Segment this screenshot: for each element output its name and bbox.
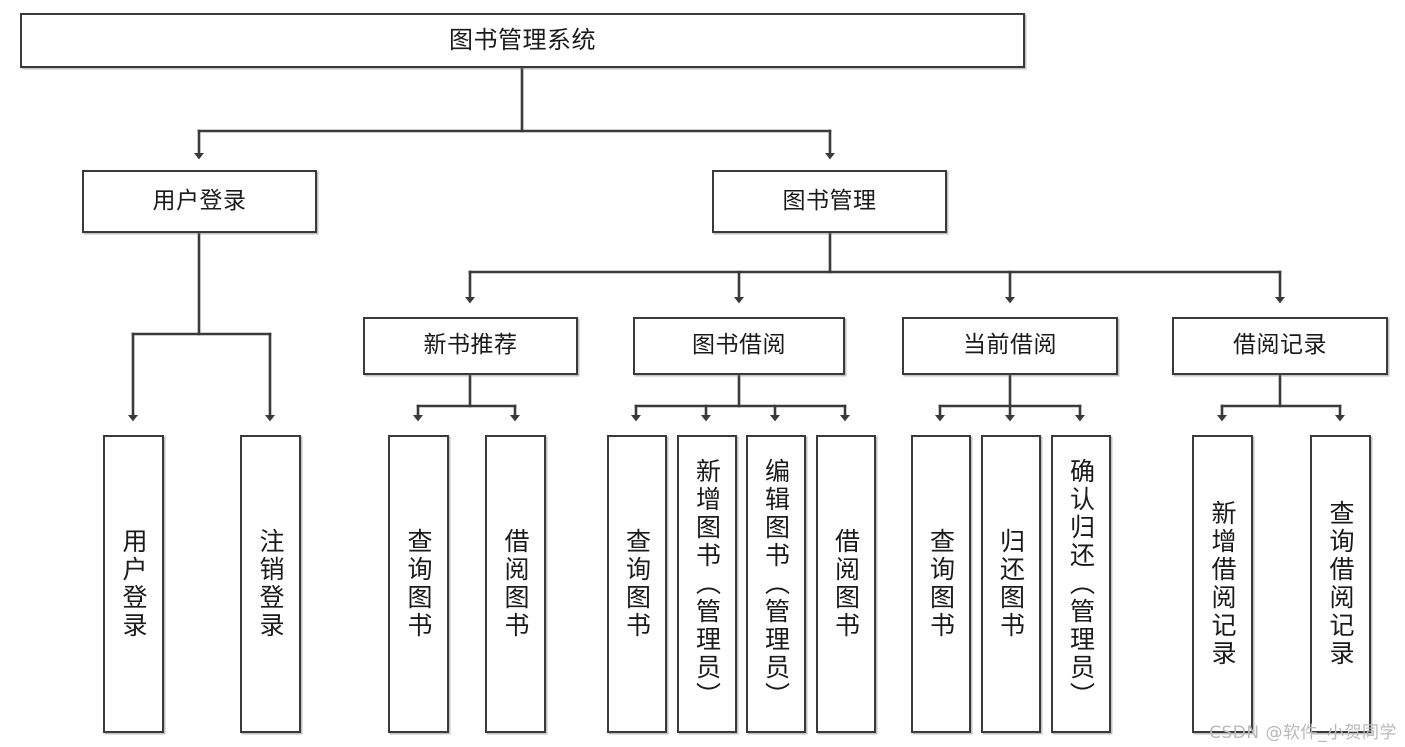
node-label: 借阅图书 xyxy=(501,528,530,640)
csdn-watermark: CSDN @软件_小贺同学 xyxy=(1209,723,1397,743)
leaf-borrow-add-book-admin[interactable]: 新增图书（管理员） xyxy=(677,435,737,733)
node-root-system[interactable]: 图书管理系统 xyxy=(20,13,1025,68)
node-label: 图书管理系统 xyxy=(449,26,596,55)
node-book-management[interactable]: 图书管理 xyxy=(712,170,947,233)
node-label: 用户登录 xyxy=(152,187,247,214)
leaf-user-login-login[interactable]: 用户登录 xyxy=(103,435,164,733)
node-label: 编辑图书（管理员） xyxy=(761,458,791,710)
node-label: 图书借阅 xyxy=(692,332,786,359)
node-new-book-recommend[interactable]: 新书推荐 xyxy=(363,317,578,375)
leaf-current-return-book[interactable]: 归还图书 xyxy=(981,435,1041,733)
node-user-login[interactable]: 用户登录 xyxy=(82,170,317,233)
node-label: 新增图书（管理员） xyxy=(692,458,722,710)
leaf-borrow-query-book[interactable]: 查询图书 xyxy=(607,435,667,733)
node-label: 当前借阅 xyxy=(963,332,1057,359)
leaf-new-book-borrow[interactable]: 借阅图书 xyxy=(485,435,546,733)
node-label: 新增借阅记录 xyxy=(1208,500,1237,668)
leaf-user-login-logout[interactable]: 注销登录 xyxy=(240,435,301,733)
leaf-records-add-record[interactable]: 新增借阅记录 xyxy=(1192,435,1253,733)
node-label: 确认归还（管理员） xyxy=(1066,458,1096,710)
node-label: 借阅记录 xyxy=(1233,332,1327,359)
node-label: 注销登录 xyxy=(256,528,285,640)
node-label: 归还图书 xyxy=(996,528,1026,640)
node-label: 用户登录 xyxy=(119,528,148,640)
leaf-current-query-book[interactable]: 查询图书 xyxy=(911,435,971,733)
node-book-borrow[interactable]: 图书借阅 xyxy=(633,317,845,375)
node-label: 图书管理 xyxy=(782,187,877,214)
leaf-borrow-borrow-book[interactable]: 借阅图书 xyxy=(816,435,876,733)
leaf-current-confirm-return-admin[interactable]: 确认归还（管理员） xyxy=(1051,435,1111,733)
node-label: 查询借阅记录 xyxy=(1326,500,1355,668)
node-borrow-records[interactable]: 借阅记录 xyxy=(1172,317,1388,375)
node-label: 新书推荐 xyxy=(423,332,518,359)
leaf-new-book-query[interactable]: 查询图书 xyxy=(388,435,449,733)
node-label: 借阅图书 xyxy=(831,528,861,640)
leaf-records-query-record[interactable]: 查询借阅记录 xyxy=(1310,435,1371,733)
leaf-borrow-edit-book-admin[interactable]: 编辑图书（管理员） xyxy=(746,435,806,733)
node-current-borrow[interactable]: 当前借阅 xyxy=(902,317,1118,375)
node-label: 查询图书 xyxy=(622,528,652,640)
node-label: 查询图书 xyxy=(926,528,956,640)
node-label: 查询图书 xyxy=(404,528,433,640)
